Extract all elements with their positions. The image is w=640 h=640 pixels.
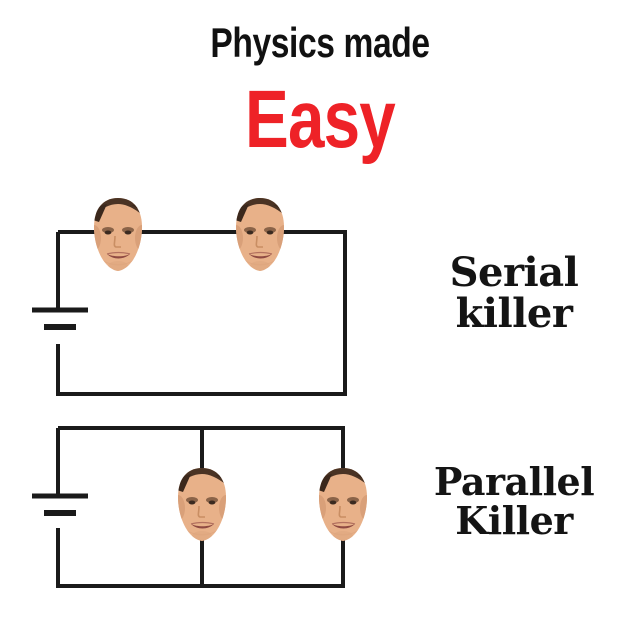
dexter-face-icon xyxy=(229,196,291,274)
dexter-face-icon xyxy=(87,196,149,274)
series-circuit xyxy=(32,230,347,396)
dexter-face-icon xyxy=(312,466,374,544)
caption-serial-killer: Serial killer xyxy=(398,249,630,338)
caption-serial-line-1: Serial xyxy=(449,249,579,296)
caption-parallel-line-1: Parallel xyxy=(433,459,595,504)
caption-serial-line-2: killer xyxy=(455,290,573,338)
title-line-1: Physics made xyxy=(210,19,430,66)
dexter-face-icon xyxy=(171,466,233,544)
caption-parallel-killer: Parallel Killer xyxy=(392,462,636,540)
title-line-2: Easy xyxy=(244,74,396,165)
parallel-circuit-wire xyxy=(56,426,345,588)
caption-parallel-line-2: Killer xyxy=(455,498,573,544)
